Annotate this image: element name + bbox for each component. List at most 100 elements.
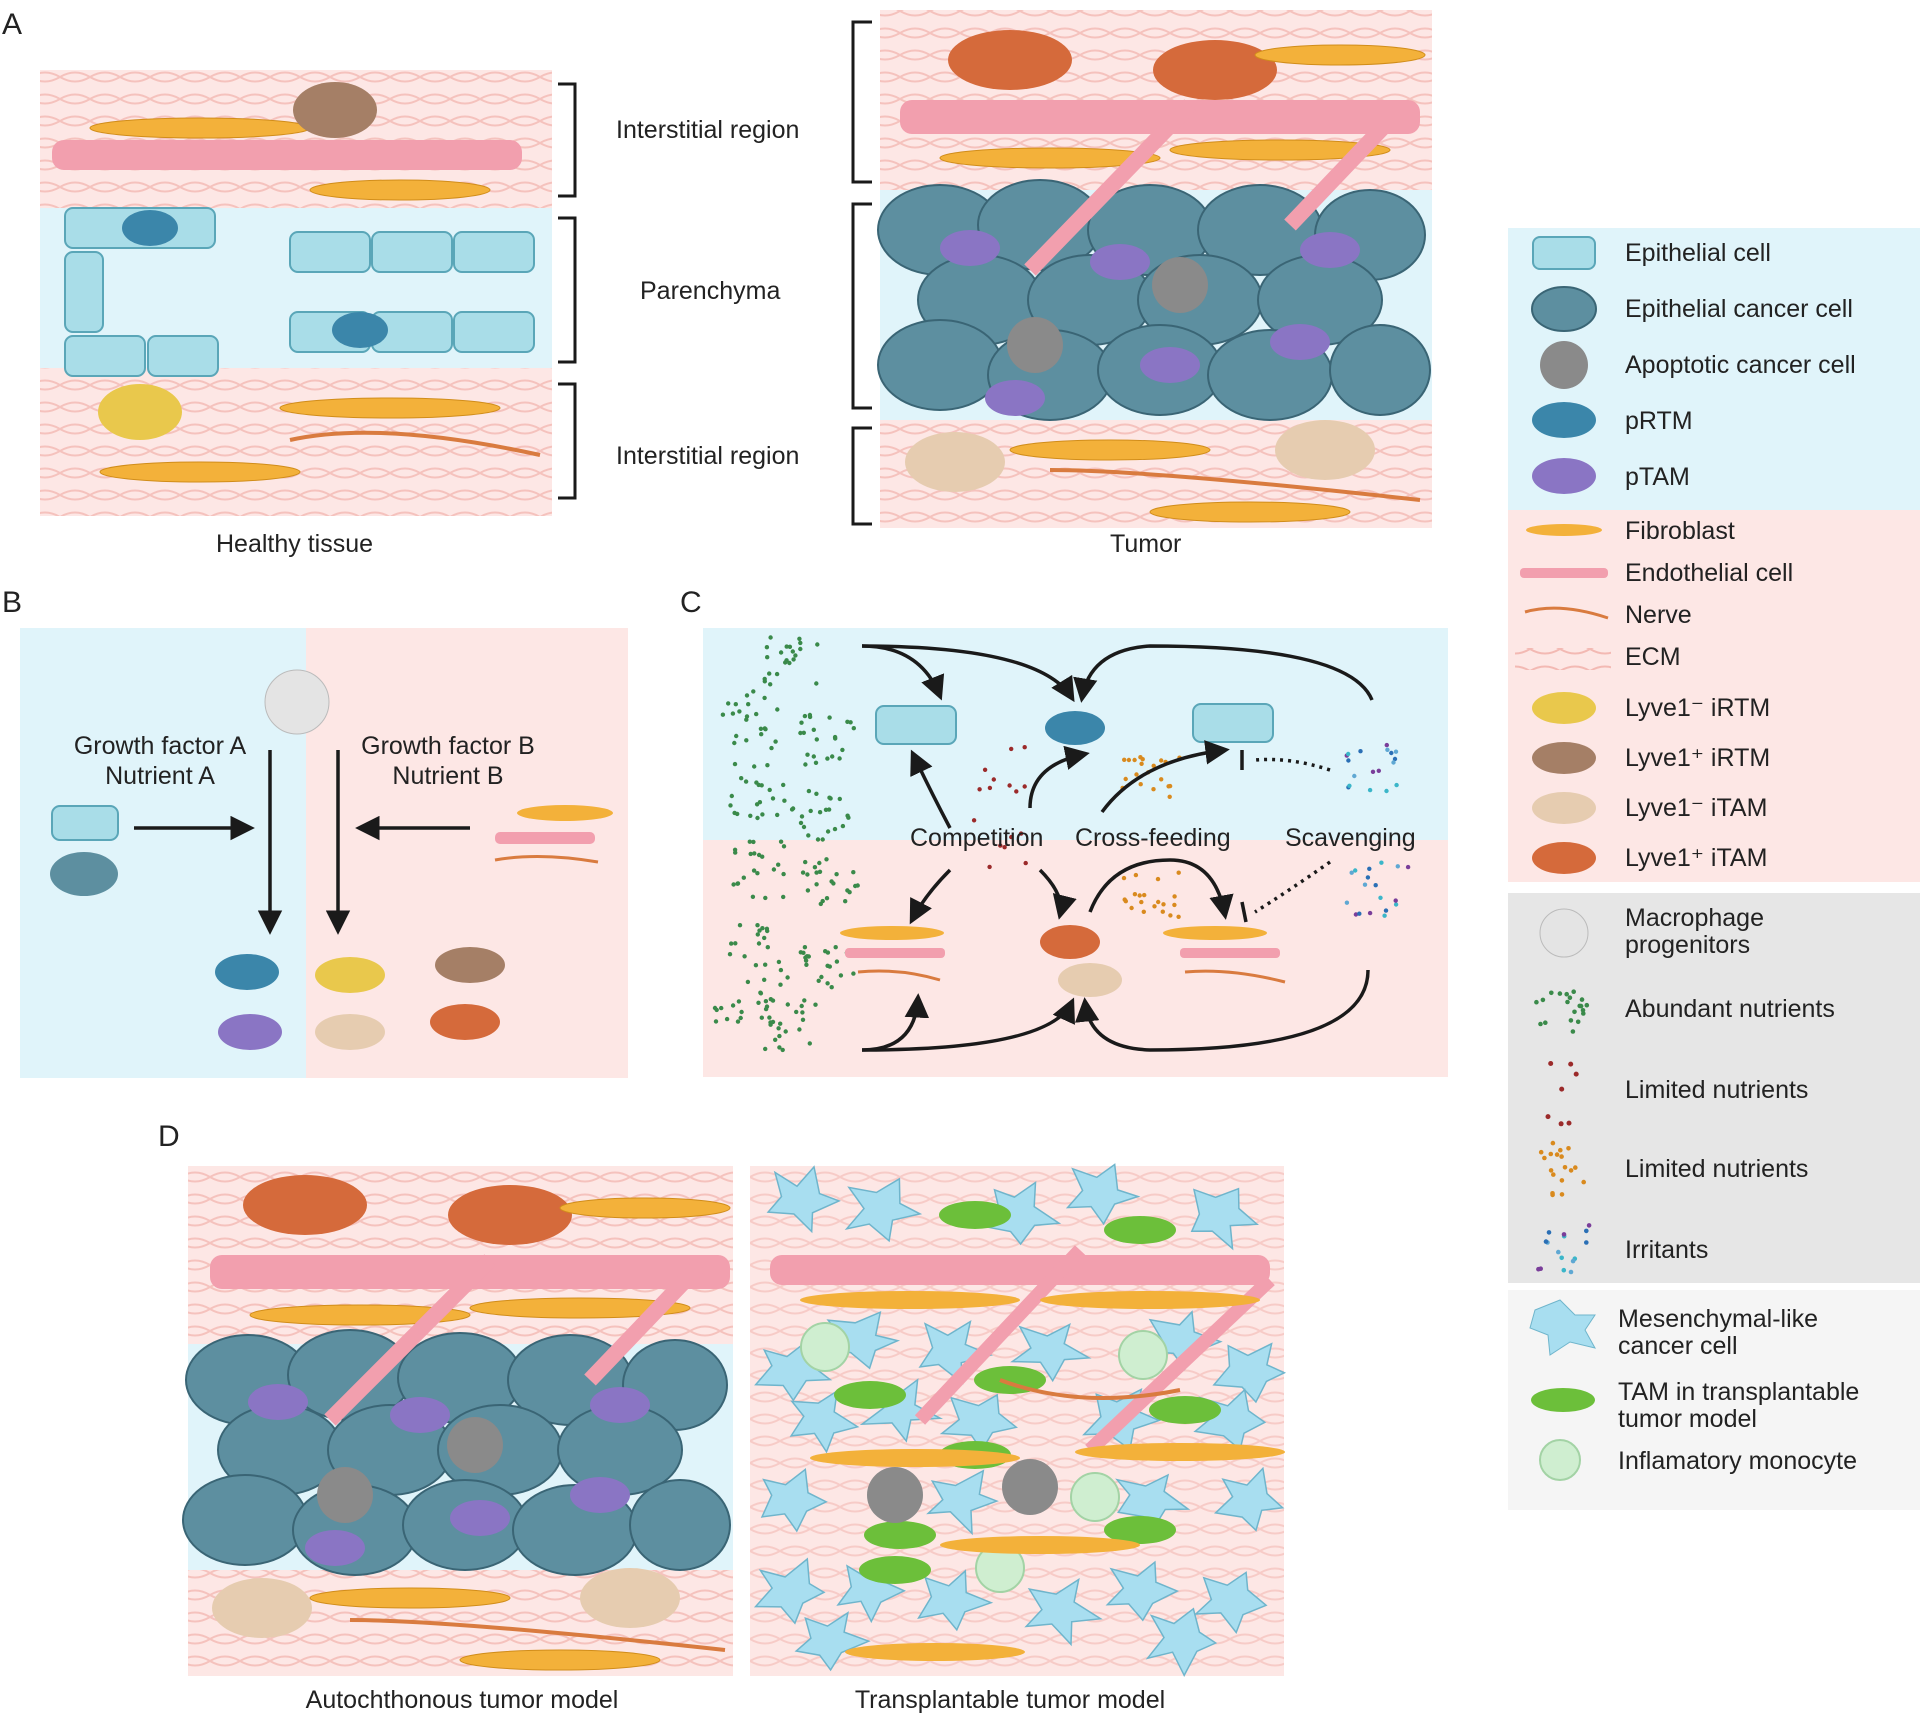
nutrient-dot (737, 923, 743, 928)
nutrient-dot (806, 833, 811, 838)
nutrient-dot (1382, 913, 1387, 918)
nutrient-dot (1121, 875, 1127, 881)
tumor-brackets (851, 20, 872, 526)
lyve-neg-irtm (315, 957, 385, 993)
nutrient-dot (1392, 756, 1398, 762)
nutrient-dot (1022, 784, 1027, 789)
nutrient-dot (1176, 914, 1181, 919)
fibroblast (1040, 1291, 1260, 1309)
fibroblast (939, 147, 1161, 169)
nutrient-dot (1168, 913, 1173, 918)
tam-transplantable-cells (834, 1201, 1221, 1584)
nutrient-dot (741, 875, 746, 880)
cancer-cell-mass (877, 179, 1431, 421)
legend-lyve-pos-irtm: Lyve1⁺ iRTM (1625, 744, 1770, 772)
legend-limited-red-icon (1545, 1061, 1579, 1127)
nutrient-dot (804, 962, 809, 967)
nutrient-dot (1565, 999, 1570, 1005)
nutrient-dot (1580, 1008, 1586, 1013)
nutrient-dot (1559, 1192, 1565, 1197)
nutrient-dot (818, 901, 823, 907)
nutrient-dot (1542, 1155, 1547, 1161)
endothelial-cell (900, 100, 1420, 134)
caption-autochthonous: Autochthonous tumor model (306, 1686, 619, 1713)
mesenchymal-cancer-cell (917, 1569, 994, 1632)
nutrient-dot (770, 998, 776, 1003)
nutrient-dot (811, 727, 816, 732)
nutrient-dot (1384, 742, 1390, 748)
nutrient-dot (753, 963, 759, 968)
nutrient-dot (801, 730, 806, 735)
nutrient-dot (732, 740, 737, 746)
legend-inflammatory-monocyte: Inflamatory monocyte (1618, 1447, 1857, 1475)
mesenchymal-cancer-cell (1190, 1187, 1260, 1251)
nerve (289, 430, 541, 457)
nutrient-dot (1405, 864, 1411, 870)
nutrient-dot (762, 726, 767, 731)
nutrient-dot (1546, 1230, 1552, 1235)
nutrient-dot (814, 882, 819, 887)
nutrient-dot (1138, 755, 1143, 760)
nutrient-dot (1172, 902, 1177, 908)
nutrient-dot (1570, 1258, 1576, 1264)
legend-ptam: pTAM (1625, 463, 1690, 491)
nutrient-dot (1156, 899, 1161, 905)
nutrient-dot (763, 1046, 768, 1052)
nutrient-dot (851, 971, 856, 976)
nerve (349, 1618, 726, 1652)
legend: Epithelial cell Epithelial cancer cell A… (1508, 228, 1920, 1510)
epithelial-cell (1192, 703, 1274, 743)
panel-b-interstitial-bg (306, 628, 628, 1078)
nutrient-dot (845, 719, 850, 724)
nutrient-dot (1384, 788, 1389, 794)
nutrient-dot (777, 1045, 782, 1050)
nutrient-dot (1152, 904, 1157, 909)
limited-nutrients-orange (1120, 755, 1182, 919)
nutrient-dot (813, 1002, 818, 1007)
fibroblast (1009, 439, 1211, 461)
lyve-neg-itam (905, 432, 1005, 492)
lyve-pos-itam (448, 1185, 572, 1245)
nutrient-dot (815, 642, 820, 647)
nutrient-dot (734, 733, 739, 739)
nerve (1049, 468, 1421, 502)
tam-transplantable (1104, 1216, 1176, 1244)
healthy-tissue-diagram (40, 70, 552, 516)
legend-mesenchymal-icon (1529, 1299, 1596, 1356)
tam-transplantable (1104, 1516, 1176, 1544)
legend-epithelial-cell: Epithelial cell (1625, 239, 1771, 267)
legend-limited-orange-icon (1538, 1140, 1586, 1198)
nutrient-dot (1373, 883, 1378, 888)
lyve-neg-itam (580, 1568, 680, 1628)
nutrient-dot (763, 1006, 769, 1012)
nutrient-dot (827, 715, 832, 720)
nutrient-dot (755, 932, 760, 937)
nutrient-dot (751, 839, 756, 845)
nutrient-dot (778, 982, 783, 987)
nutrient-dot (820, 837, 825, 842)
nutrient-dot (806, 788, 812, 794)
nutrient-dot (1550, 1192, 1555, 1198)
nutrient-dot (748, 813, 753, 818)
nutrient-dot (730, 711, 736, 716)
nutrient-dot (1159, 758, 1164, 763)
legend-ptam-icon (1532, 458, 1596, 494)
legend-lyve-neg-itam-icon (1532, 792, 1596, 824)
nutrient-dot (1548, 1168, 1554, 1173)
nutrient-dot (730, 1003, 736, 1008)
nutrient-dot (799, 1003, 804, 1009)
nutrient-dot (785, 1002, 790, 1007)
nutrient-dot (759, 1015, 764, 1020)
nutrient-dot (739, 1009, 744, 1015)
nutrient-dot (1151, 763, 1156, 768)
nutrient-dot (1393, 902, 1399, 907)
nutrient-dot (1139, 761, 1144, 766)
legend-lyve-pos-itam-icon (1532, 842, 1596, 874)
legend-nerve: Nerve (1625, 601, 1692, 629)
legend-lyve-neg-irtm-icon (1532, 692, 1596, 724)
blood-vessel (1024, 99, 1196, 276)
nutrient-dot (754, 780, 759, 785)
nutrient-dot (805, 872, 810, 877)
limited-nutrients-red (971, 745, 1028, 870)
fibroblast (279, 397, 501, 419)
